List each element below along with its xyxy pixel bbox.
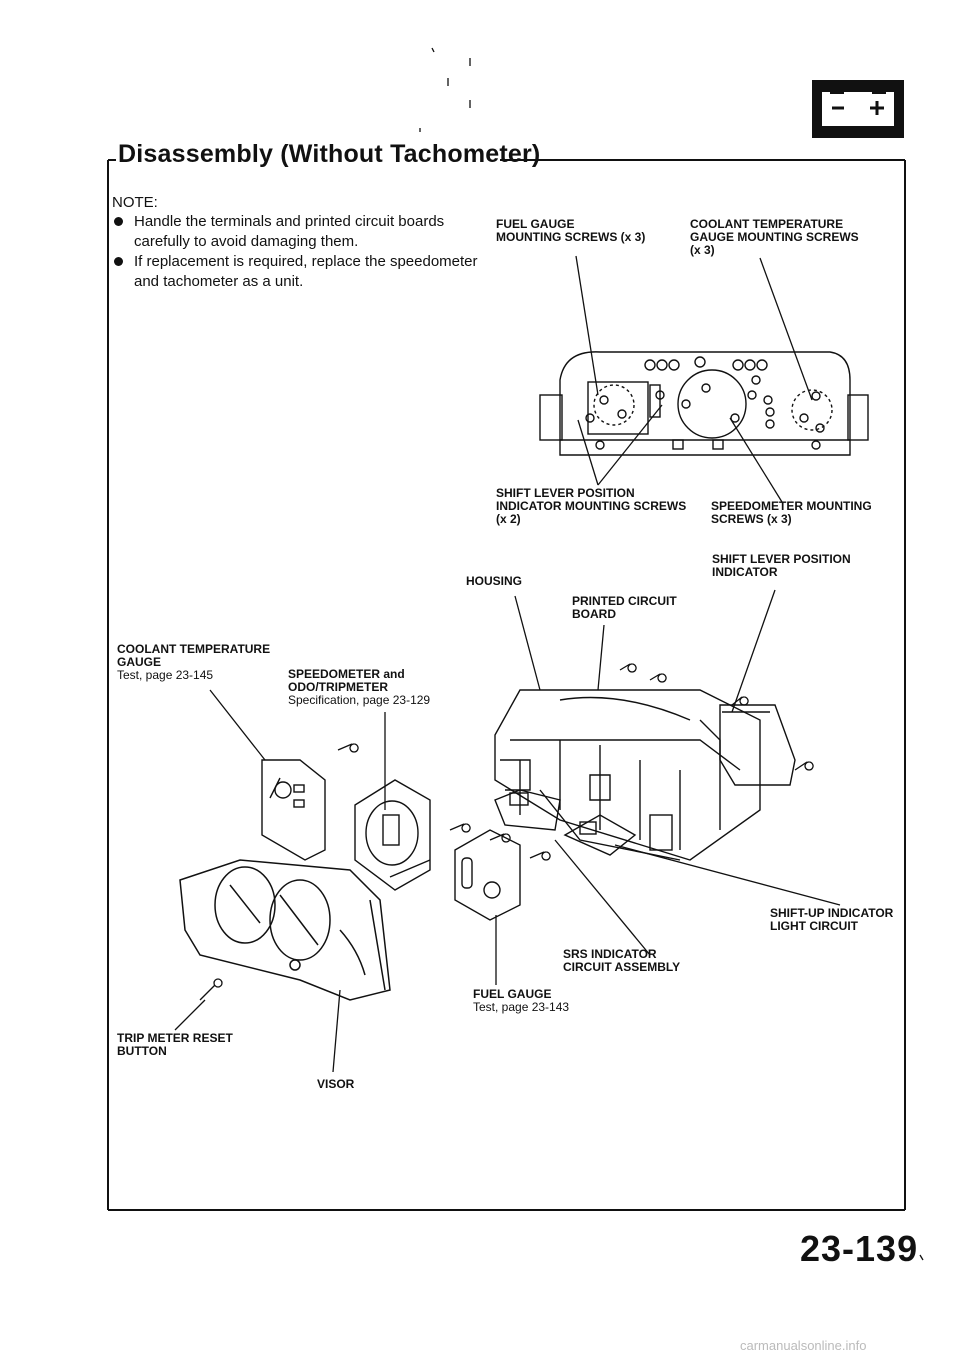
note-item-1: Handle the terminals and printed circuit… [114,212,445,252]
label-shift-indicator-screws: SHIFT LEVER POSITION INDICATOR MOUNTING … [496,486,687,526]
label-coolant-gauge-screws: COOLANT TEMPERATURE GAUGE MOUNTING SCREW… [690,217,859,257]
srs-indicator-assembly [494,789,561,831]
speedometer-part [354,779,431,891]
label-speedometer: SPEEDOMETER and ODO/TRIPMETER Specificat… [288,667,431,707]
label-visor: VISOR [317,1077,355,1091]
label-fuel-gauge: FUEL GAUGE Test, page 23-143 [473,987,570,1014]
bullet-icon [114,217,123,226]
label-shift-up-circuit: SHIFT-UP INDICATOR LIGHT CIRCUIT [770,906,894,933]
label-housing: HOUSING [466,574,523,588]
label-coolant-gauge: COOLANT TEMPERATURE GAUGE Test, page 23-… [117,642,271,682]
label-shift-indicator: SHIFT LEVER POSITION INDICATOR [712,552,851,579]
shift-lever-indicator-part [719,704,796,786]
gauge-panel-rear-view [539,351,869,456]
visor-part [179,859,391,1001]
top-callout-lines [575,255,813,503]
fuel-gauge-part [454,829,521,921]
label-fuel-gauge-screws: FUEL GAUGE MOUNTING SCREWS (x 3) [496,217,646,244]
shift-up-circuit [563,814,637,856]
note-heading: NOTE: [112,194,158,211]
label-trip-meter-reset: TRIP METER RESET BUTTON [117,1031,233,1058]
note-line: and tachometer as a unit. [134,273,304,290]
frame [107,159,906,1211]
note-line: carefully to avoid damaging them. [134,233,359,250]
label-srs-indicator: SRS INDICATOR CIRCUIT ASSEMBLY [563,947,681,974]
page-number: 23-139 [800,1228,919,1269]
page-title: Disassembly (Without Tachometer) [118,140,541,168]
note-line: Handle the terminals and printed circuit… [134,213,445,230]
trip-button-part [199,978,223,1001]
note-line: If replacement is required, replace the … [134,253,478,270]
bottom-callout-lines [174,589,841,1073]
screws [337,663,814,861]
note-item-2: If replacement is required, replace the … [114,252,478,292]
footer-watermark: carmanualsonline.info [740,1338,867,1353]
scan-marks [419,47,924,1261]
label-printed-circuit-board: PRINTED CIRCUIT BOARD [572,594,677,621]
battery-icon [812,80,904,138]
coolant-gauge-part [261,759,326,861]
bullet-icon [114,257,123,266]
label-speedometer-screws: SPEEDOMETER MOUNTING SCREWS (x 3) [711,499,872,526]
